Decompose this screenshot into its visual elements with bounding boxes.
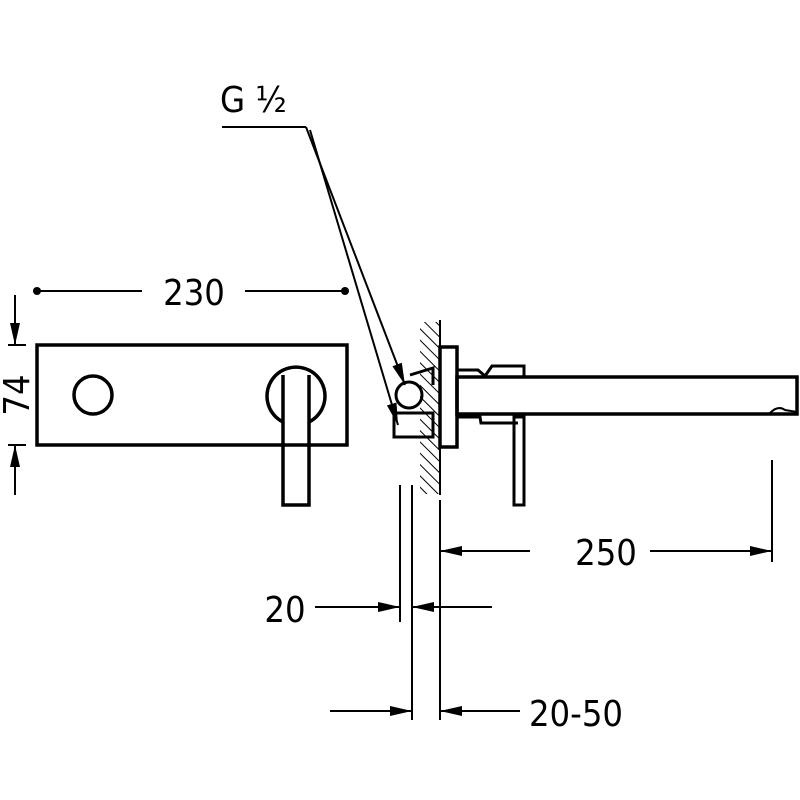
dimension-74: 74 [0, 295, 38, 495]
dimension-label-250: 250 [575, 533, 637, 574]
dimension-label-20-50: 20-50 [529, 694, 623, 735]
dimension-230: 230 [33, 273, 349, 314]
wall-flange [438, 345, 459, 449]
dimension-20-50: 20-50 [330, 694, 623, 735]
side-lever [512, 415, 526, 507]
wall-hatching [420, 322, 440, 494]
valve-body [392, 411, 435, 439]
diverter-knob [72, 374, 114, 416]
dimension-label-230: 230 [163, 273, 225, 314]
thread-label: G ½ [220, 80, 287, 121]
dimension-20: 20 [264, 590, 492, 631]
dimension-label-20: 20 [264, 590, 305, 631]
dimension-250: 250 [440, 533, 772, 574]
handle-lever [281, 375, 311, 507]
handle-rosette [265, 365, 327, 424]
side-view [392, 320, 799, 507]
cover-plate [35, 343, 349, 447]
inlet-connection [394, 380, 424, 410]
front-view [35, 343, 349, 507]
dimension-label-74: 74 [0, 374, 38, 415]
extension-lines [399, 460, 773, 720]
thread-callout: G ½ [220, 80, 406, 426]
spout [455, 375, 799, 416]
